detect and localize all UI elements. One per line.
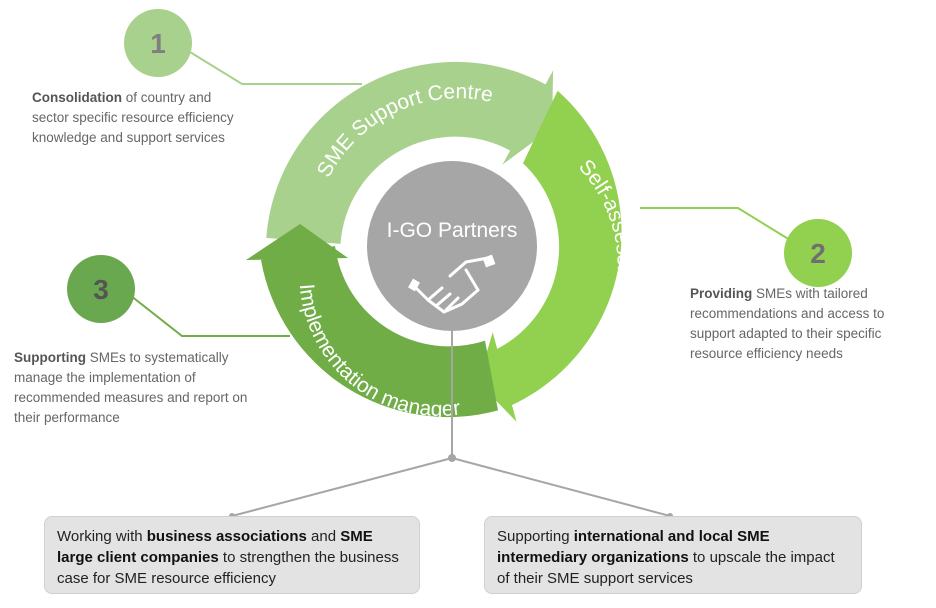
step-2-circle — [784, 219, 852, 287]
step-2-number: 2 — [810, 238, 826, 269]
box-intermediary-organizations: Supporting international and local SME i… — [484, 516, 862, 594]
box-1-text-2: and — [306, 528, 341, 545]
step-2-bold: Providing — [690, 286, 753, 301]
step-1-text: of country and sector specific resource … — [32, 90, 234, 145]
center-circle — [367, 161, 537, 331]
box-business-associations: Working with business associations and S… — [44, 516, 420, 594]
ring-arc-self-assessment-tool — [478, 90, 622, 422]
step-1-description: Consolidation of country and sector spec… — [32, 88, 237, 148]
step-1-number: 1 — [150, 28, 166, 59]
connector-line-3 — [125, 291, 290, 337]
box-1-text-3: to strengthen the business case for SME … — [57, 549, 399, 587]
box-1-text-1: Working with — [57, 528, 147, 545]
step-2-description: Providing SMEs with tailored recommendat… — [690, 284, 915, 364]
step-3-text: SMEs to systematically manage the implem… — [14, 350, 248, 425]
step-3-circle — [67, 255, 135, 323]
box-2-bold-1: international and local SME intermediary… — [497, 528, 770, 566]
step-2-text: SMEs with tailored recommendations and a… — [690, 286, 885, 361]
tree-branch-left — [231, 457, 453, 517]
handshake-icon — [408, 254, 496, 314]
step-3-bold: Supporting — [14, 350, 86, 365]
center-label: I-GO Partners — [387, 219, 518, 242]
ring-arc-sme-support-centre — [266, 61, 554, 244]
step-3-number: 3 — [93, 274, 109, 305]
step-1-bold: Consolidation — [32, 90, 122, 105]
box-1-bold-1: business associations — [146, 528, 307, 545]
step-1-circle — [124, 9, 192, 77]
connector-line-1 — [189, 51, 362, 85]
ring-arc-3-arrowhead — [246, 224, 348, 260]
tree-branch-right — [451, 457, 671, 517]
step-3-description: Supporting SMEs to systematically manage… — [14, 348, 264, 428]
connector-line-2 — [640, 207, 791, 241]
box-2-text-1: Supporting — [497, 528, 574, 545]
box-1-bold-2: SME large client companies — [57, 528, 373, 566]
box-2-text-2: to upscale the impact of their SME suppo… — [497, 549, 835, 587]
ring-arc-implementation-manager — [261, 246, 498, 418]
